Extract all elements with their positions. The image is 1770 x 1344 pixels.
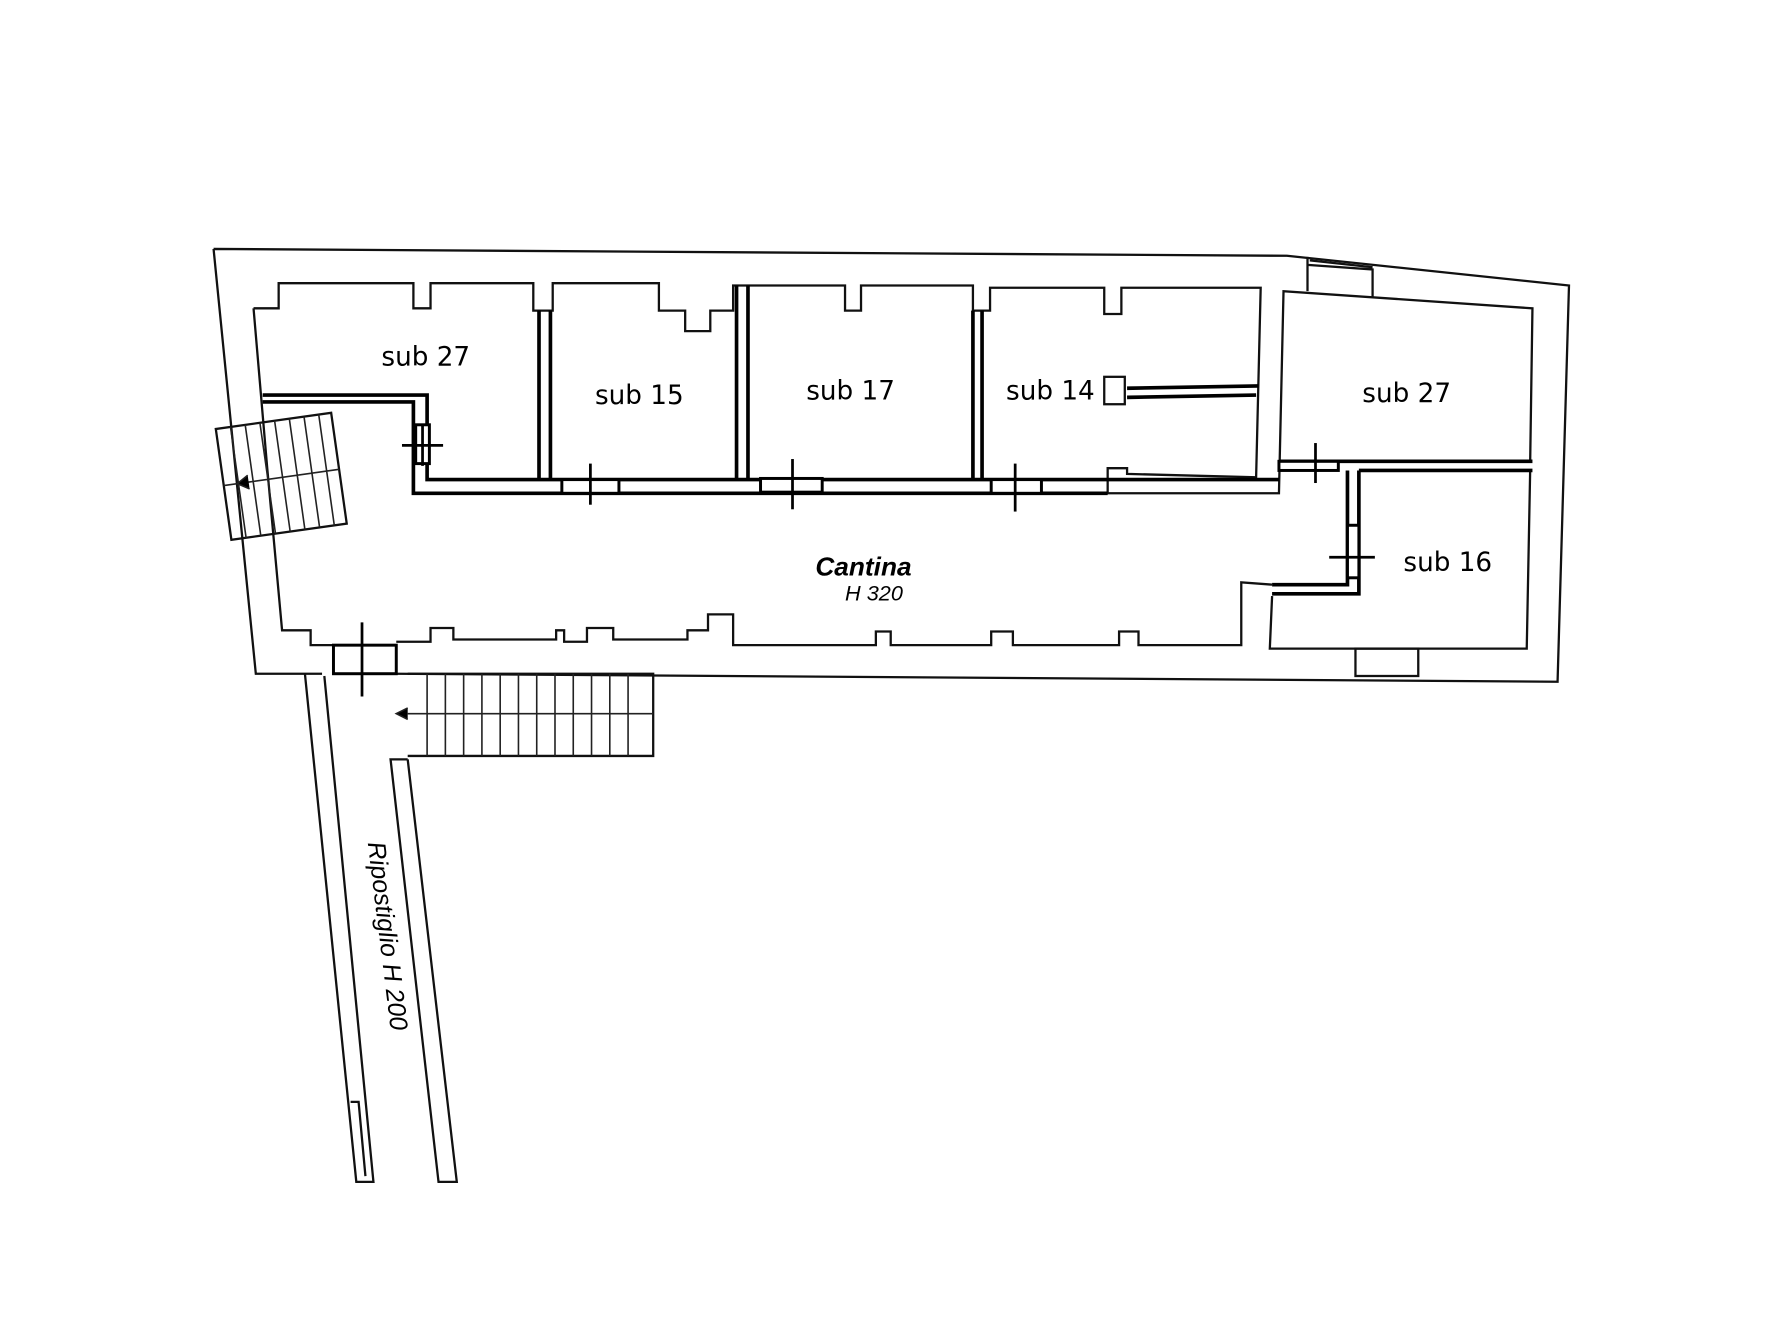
room-label: sub 14	[1006, 377, 1095, 407]
outer-wall	[212, 247, 1571, 683]
ripostiglio-label: Ripostiglio H 200	[362, 840, 413, 1032]
doors	[331, 423, 1361, 676]
room-label: sub 15	[595, 381, 684, 411]
room-label: sub 27	[381, 342, 470, 372]
window	[1306, 256, 1374, 297]
room-label: sub 17	[806, 377, 895, 407]
staircase-left	[214, 411, 349, 542]
partition-walls	[262, 285, 1533, 596]
cantina-height: H 320	[845, 581, 903, 606]
ripostiglio-walls	[303, 673, 459, 1183]
room-label: sub 27	[1362, 379, 1451, 409]
cantina-label: Cantina	[815, 552, 911, 582]
room-label: sub 16	[1403, 548, 1492, 578]
staircase-bottom	[394, 672, 655, 758]
window	[1354, 647, 1420, 678]
column	[1103, 375, 1126, 406]
door-crosses	[360, 424, 1375, 697]
